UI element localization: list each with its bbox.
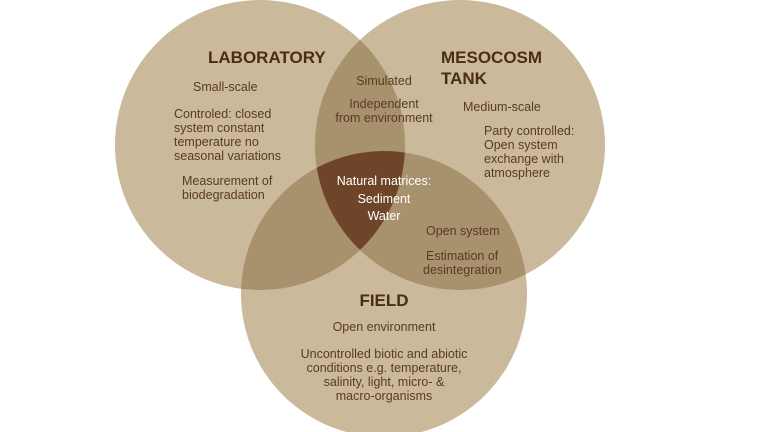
field-conditions-line1: Uncontrolled biotic and abiotic [300, 347, 468, 361]
mesocosm-title-line2: TANK [441, 69, 487, 88]
overlap-estimation-line1: Estimation of [426, 249, 499, 263]
laboratory-scale: Small-scale [193, 80, 258, 94]
laboratory-measurement-line1: Measurement of [182, 174, 273, 188]
overlap-simulated: Simulated [356, 74, 412, 88]
field-environment: Open environment [332, 320, 436, 334]
mesocosm-control-line4: atmosphere [484, 166, 551, 180]
field-conditions-line3: salinity, light, micro- & [323, 375, 445, 389]
overlap-estimation-line2: desintegration [423, 263, 502, 277]
center-matrices: Natural matrices: [336, 174, 432, 188]
field-conditions-line4: macro-organisms [335, 389, 433, 403]
laboratory-control-line4: seasonal variations [174, 149, 282, 163]
mesocosm-scale: Medium-scale [463, 100, 541, 114]
laboratory-measurement-line2: biodegradation [182, 188, 265, 202]
mesocosm-control-line2: Open system [484, 138, 558, 152]
mesocosm-title-line1: MESOCOSM [441, 48, 543, 67]
overlap-meso-field [315, 151, 527, 290]
laboratory-control-line2: system constant [174, 121, 265, 135]
center-water: Water [367, 209, 401, 223]
field-conditions-line2: conditions e.g. temperature, [306, 361, 462, 375]
center-sediment: Sediment [357, 192, 411, 206]
field-title: FIELD [359, 291, 409, 310]
mesocosm-control-line1: Party controlled: [484, 124, 575, 138]
overlap-independent-line1: Independent [349, 97, 419, 111]
overlap-lab-field [241, 151, 405, 290]
laboratory-title: LABORATORY [208, 48, 326, 67]
overlap-independent-line2: from environment [335, 111, 433, 125]
laboratory-control-line3: temperature no [174, 135, 259, 149]
laboratory-control-line1: Controled: closed [174, 107, 272, 121]
overlap-open-system: Open system [426, 224, 500, 238]
mesocosm-control-line3: exchange with [484, 152, 564, 166]
